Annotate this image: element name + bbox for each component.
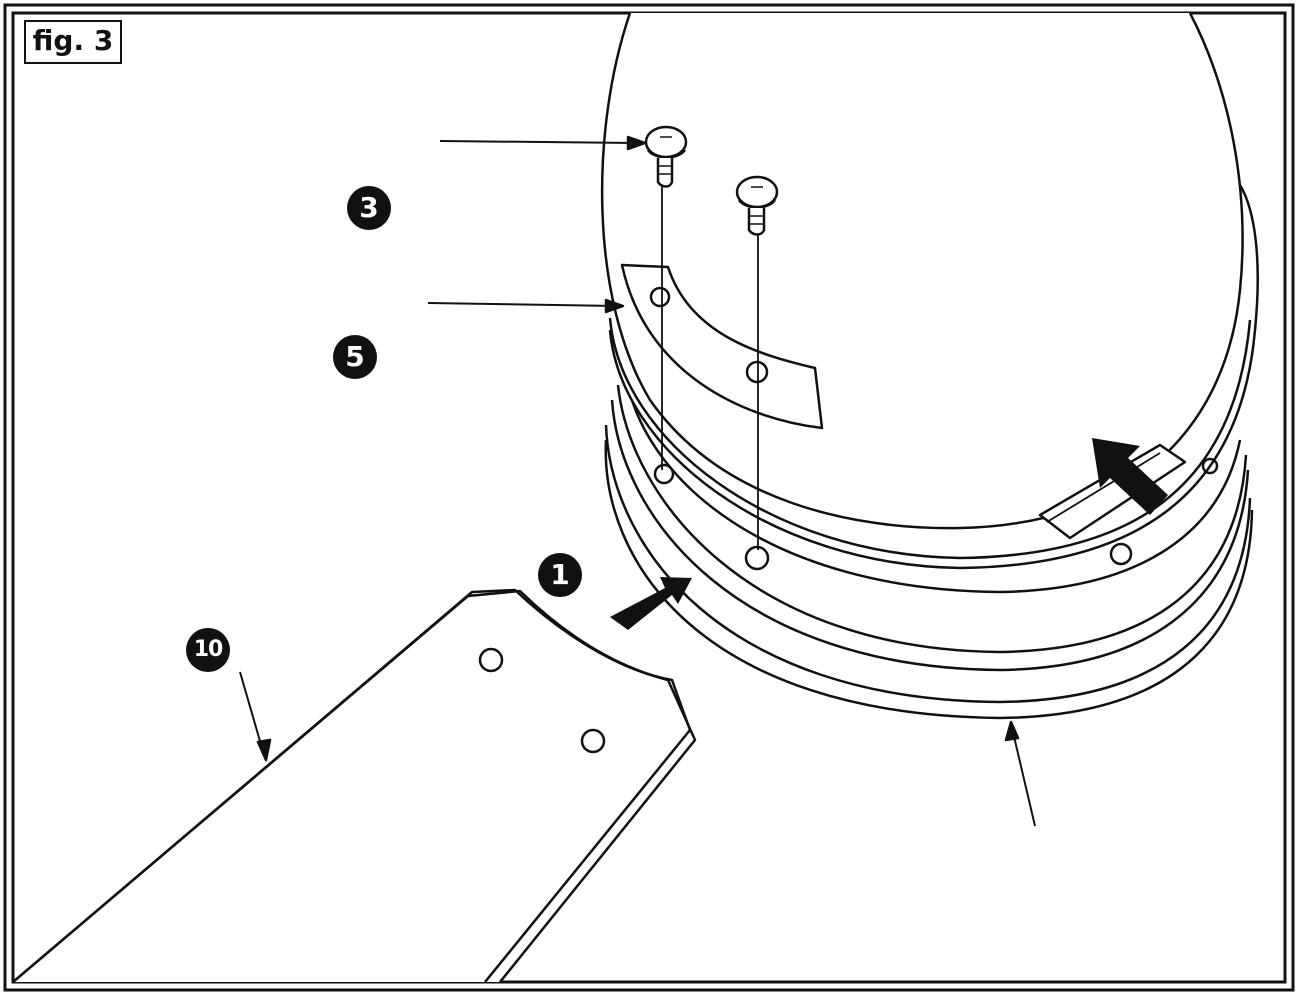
callout-screw: 3 xyxy=(347,186,391,230)
leader-screw-head xyxy=(626,135,647,151)
rotate-arrow xyxy=(1092,438,1168,515)
housing-ring-3 xyxy=(610,399,1250,672)
outer-frame xyxy=(3,3,1295,992)
blade-top xyxy=(13,588,692,982)
upper-band-edge xyxy=(608,317,1252,560)
leader-gasket xyxy=(427,302,619,307)
screw-1 xyxy=(644,125,688,188)
gasket-hole-1 xyxy=(649,286,671,308)
housing-ring-4 xyxy=(616,384,1248,654)
callout-blade-step: 1 xyxy=(538,553,582,597)
leader-blade-head xyxy=(256,738,272,762)
housing-hole-3 xyxy=(1109,542,1133,566)
figure-label: fig. 3 xyxy=(24,20,122,64)
top-dome xyxy=(600,13,1244,530)
housing-ring-2 xyxy=(604,424,1252,704)
callout-gasket: 5 xyxy=(333,335,377,379)
screw-2 xyxy=(735,175,779,236)
callout-blade: 10 xyxy=(186,628,230,672)
leader-housing-head xyxy=(1004,720,1020,742)
housing-ring-5 xyxy=(623,369,1242,594)
housing-hole-4 xyxy=(1201,457,1219,475)
leader-gasket-head xyxy=(604,298,625,314)
blade-hole-2 xyxy=(580,728,606,754)
insert-arrow xyxy=(610,577,692,630)
leader-screw xyxy=(439,140,641,144)
leader-housing xyxy=(1011,727,1036,827)
blade-hole-1 xyxy=(478,647,504,673)
housing-hole-1 xyxy=(653,463,675,485)
fan-blade xyxy=(13,588,697,982)
gasket-hole-2 xyxy=(745,360,769,384)
housing-hole-2 xyxy=(744,545,770,571)
gasket xyxy=(620,263,824,430)
